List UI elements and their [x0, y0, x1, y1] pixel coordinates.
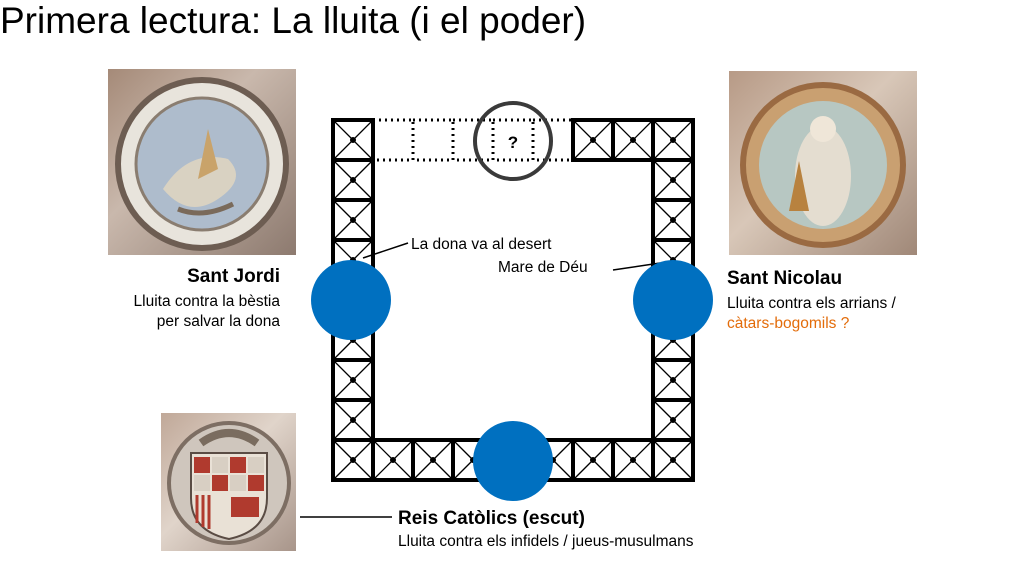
unknown-mark: ?: [508, 133, 518, 152]
keystone-dot: [670, 377, 676, 383]
keystone-dot: [430, 457, 436, 463]
reis-catolics-caption: Reis Catòlics (escut) Lluita contra els …: [398, 508, 694, 552]
sant-nicolau-keystone-image: [729, 71, 917, 255]
missing-cloister-cell: [451, 118, 495, 162]
keystone-dot: [350, 377, 356, 383]
cloister-cell: [651, 398, 695, 442]
reis-catolics-shield-image: [161, 413, 296, 551]
keystone-dot: [350, 457, 356, 463]
sant-jordi-medallion-icon: [115, 77, 289, 251]
sant-jordi-caption: Sant Jordi Lluita contra la bèstia per s…: [134, 266, 280, 332]
keystone-dot: [630, 137, 636, 143]
missing-cloister-cell: [411, 118, 455, 162]
sant-jordi-position-marker: [311, 260, 391, 340]
keystone-dot: [670, 457, 676, 463]
sant-jordi-line2: per salvar la dona: [156, 313, 280, 330]
keystone-dot: [590, 457, 596, 463]
keystone-dot: [350, 217, 356, 223]
keystone-dot: [590, 137, 596, 143]
keystone-dot: [670, 177, 676, 183]
keystone-dot: [350, 417, 356, 423]
missing-cloister-cell: [371, 118, 415, 162]
mare-pointer-line: [612, 262, 661, 271]
keystone-dot: [390, 457, 396, 463]
reis-catolics-line1: Lluita contra els infidels / jueus-musul…: [398, 533, 694, 550]
reis-catolics-title: Reis Catòlics (escut): [398, 508, 585, 529]
label-mare-de-deu: Mare de Déu: [498, 259, 588, 276]
sant-nicolau-medallion-icon: [740, 82, 906, 248]
coat-of-arms-icon: [167, 421, 291, 545]
sant-jordi-title: Sant Jordi: [187, 266, 280, 287]
sant-nicolau-position-marker: [633, 260, 713, 340]
keystone-dot: [350, 177, 356, 183]
sant-nicolau-title: Sant Nicolau: [727, 268, 843, 289]
keystone-dot: [670, 217, 676, 223]
slide-title: Primera lectura: La lluita (i el poder): [0, 0, 587, 41]
cloister-cell: [331, 398, 375, 442]
sant-jordi-line1: Lluita contra la bèstia: [133, 293, 280, 310]
sant-nicolau-line2-highlight: càtars-bogomils ?: [727, 315, 850, 332]
label-la-dona-va-al-desert: La dona va al desert: [411, 236, 552, 253]
keystone-dot: [670, 417, 676, 423]
sant-nicolau-line1: Lluita contra els arrians /: [727, 295, 896, 312]
reis-catolics-position-marker: [473, 421, 553, 501]
keystone-dot: [630, 457, 636, 463]
keystone-dot: [670, 137, 676, 143]
missing-cloister-cell: [531, 118, 575, 162]
sant-nicolau-caption: Sant Nicolau Lluita contra els arrians /…: [727, 268, 896, 334]
keystone-dot: [350, 137, 356, 143]
sant-jordi-keystone-image: [108, 69, 296, 255]
desert-pointer-line: [362, 242, 409, 259]
unknown-cell-highlight-ring: [473, 101, 553, 181]
